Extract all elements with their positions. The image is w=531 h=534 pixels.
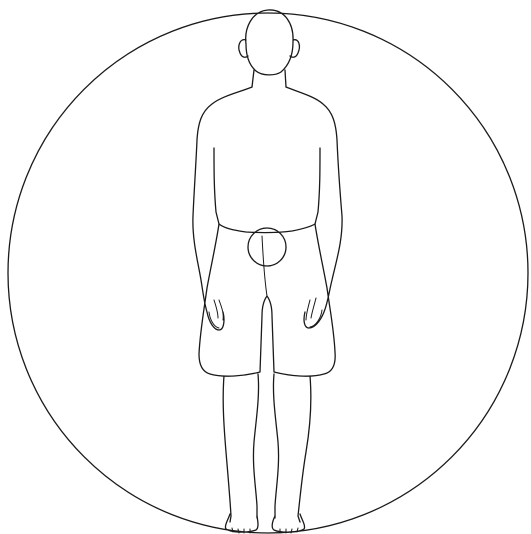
right-inner-leg [273,374,278,518]
left-inner-leg [253,374,258,518]
right-arm-and-torso [286,87,342,328]
right-hand [306,298,322,327]
left-inner-arm [214,148,219,224]
neck-right [285,70,286,87]
right-inner-arm [315,148,320,224]
lower-abdomen-marker-circle [248,228,286,266]
head [246,10,293,75]
right-foot [272,514,304,532]
outer-circle [8,13,528,533]
right-leg [298,376,311,522]
human-figure [193,10,342,533]
left-arm-and-torso [193,87,252,330]
neck-left [252,70,254,87]
left-leg [223,376,231,522]
